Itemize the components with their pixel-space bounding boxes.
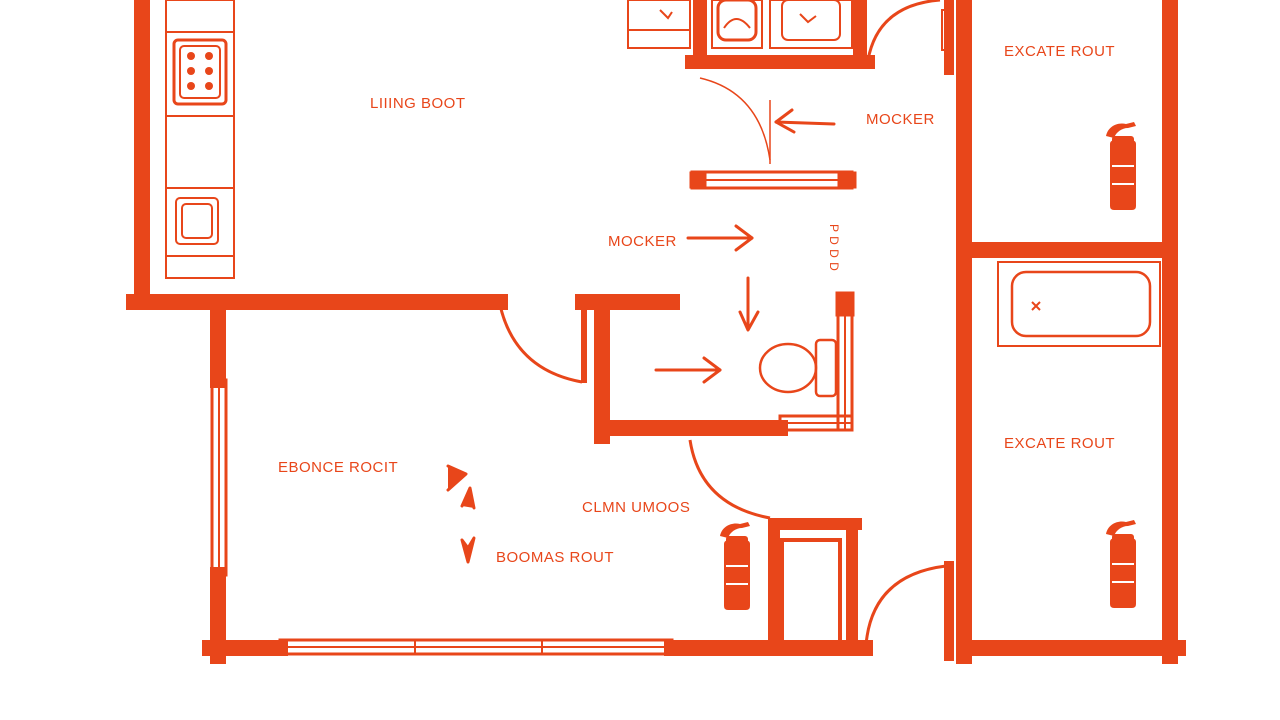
mocker-label-mid: MOCKER bbox=[608, 233, 677, 250]
bathtub-icon bbox=[997, 261, 1161, 347]
fire-extinguisher-icon bbox=[1105, 519, 1137, 609]
toilet-icon bbox=[758, 338, 838, 398]
side-tag-label: P D D D bbox=[827, 224, 841, 271]
fire-extinguisher-icon bbox=[719, 521, 751, 611]
toilet-icon bbox=[711, 0, 763, 49]
sink-icon bbox=[769, 0, 853, 49]
cleaning-room-label: CLMN UMOOS bbox=[582, 499, 690, 516]
walls bbox=[126, 0, 1186, 664]
rooms-route-label: BOOMAS ROUT bbox=[496, 549, 614, 566]
stove-icon bbox=[172, 38, 228, 106]
sink-icon bbox=[175, 197, 219, 245]
escape-route-label-mid: EXCATE ROUT bbox=[1004, 435, 1115, 452]
escape-route-label-top: EXCATE ROUT bbox=[1004, 43, 1115, 60]
kitchen-counter bbox=[165, 0, 235, 279]
window-icon bbox=[210, 9, 951, 656]
door-swing-icon bbox=[498, 0, 947, 646]
fire-extinguisher-icon bbox=[1105, 121, 1137, 211]
bedroom-route-label: EBONCE ROCIT bbox=[278, 459, 398, 476]
living-room-label: LIIING BOOT bbox=[370, 95, 466, 112]
vanity bbox=[627, 0, 691, 49]
mocker-label-top: MOCKER bbox=[866, 111, 935, 128]
arrow-icon bbox=[446, 108, 836, 564]
